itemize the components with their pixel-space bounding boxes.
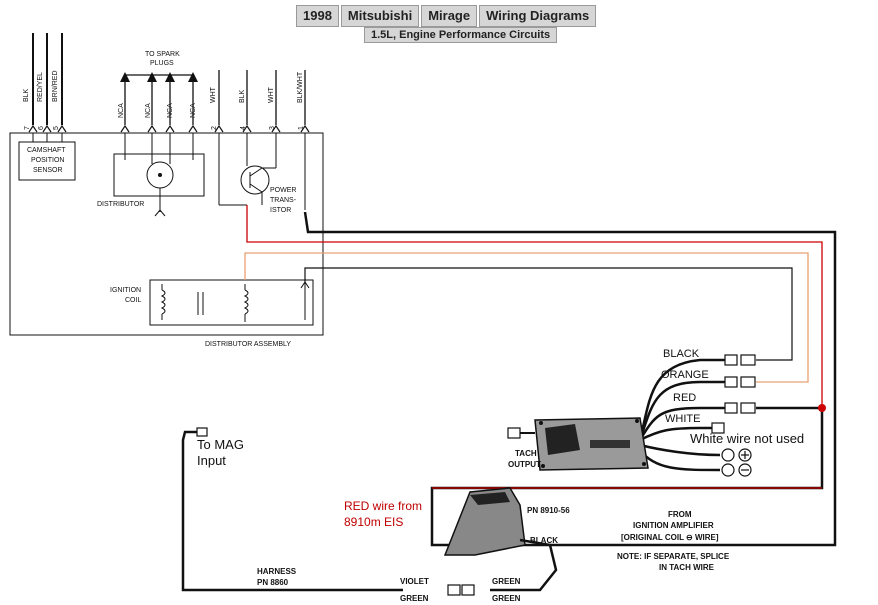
mag-connector bbox=[196, 427, 208, 437]
camshaft-label-2: POSITION bbox=[31, 157, 64, 164]
from-note-1: FROM bbox=[668, 510, 692, 519]
green-label-right-top: GREEN bbox=[492, 577, 521, 586]
camshaft-sensor-leads bbox=[32, 133, 63, 142]
wire-label-nca-1: NCA bbox=[118, 103, 125, 118]
to-mag-label-2: Input bbox=[197, 453, 226, 468]
label-black: BLACK bbox=[663, 348, 700, 360]
distributor-assembly-label: DISTRIBUTOR ASSEMBLY bbox=[205, 341, 291, 348]
pin-numbers: 7 6 5 2 4 3 1 bbox=[24, 126, 305, 130]
white-not-used-label: White wire not used bbox=[690, 431, 804, 446]
title-section: Wiring Diagrams bbox=[479, 5, 597, 27]
camshaft-sensor-box bbox=[18, 141, 76, 181]
sensor-lead bbox=[490, 538, 558, 592]
harness-label-1: HARNESS bbox=[257, 567, 297, 576]
pin-4: 4 bbox=[240, 126, 247, 130]
red-wire-note-1: RED wire from bbox=[344, 499, 422, 513]
tach-output-label-2: OUTPUT bbox=[508, 460, 541, 469]
red-wire bbox=[246, 205, 823, 408]
camshaft-label-3: SENSOR bbox=[33, 167, 63, 174]
to-spark-plugs-label-2: PLUGS bbox=[150, 60, 174, 67]
harness-connectors bbox=[711, 354, 756, 477]
to-spark-plugs-label-1: TO SPARK bbox=[145, 51, 180, 58]
red-wire-note-2: 8910m EIS bbox=[344, 515, 403, 529]
part-number-label: PN 8910-56 bbox=[527, 506, 570, 515]
spark-plug-wires bbox=[124, 70, 306, 125]
to-mag-label-1: To MAG bbox=[197, 437, 244, 452]
harness-label-2: PN 8860 bbox=[257, 578, 289, 587]
violet-label: VIOLET bbox=[400, 577, 429, 586]
top-wires bbox=[32, 33, 63, 125]
wire-label-blk: BLK bbox=[23, 88, 30, 102]
pin-3: 3 bbox=[269, 126, 276, 130]
label-red: RED bbox=[673, 392, 696, 404]
distributor-leads bbox=[124, 133, 194, 217]
ignition-coil-windings bbox=[160, 281, 310, 322]
wire-label-blk-wht: BLK/WHT bbox=[297, 71, 304, 103]
tach-connector bbox=[507, 427, 521, 439]
ignition-coil-label-1: IGNITION bbox=[110, 287, 141, 294]
harness-connector-b bbox=[461, 584, 475, 596]
sensor-black-label: BLACK bbox=[530, 536, 558, 545]
pin-1: 1 bbox=[298, 126, 305, 130]
harness-connector-a bbox=[447, 584, 461, 596]
top-wire-labels: BLK RED/YEL BRN/RED NCA NCA NCA NCA WHT … bbox=[23, 70, 304, 118]
pin-2: 2 bbox=[211, 126, 218, 130]
pin-5: 5 bbox=[53, 126, 60, 130]
title-model: Mirage bbox=[421, 5, 478, 27]
ground-symbols bbox=[738, 448, 752, 477]
pickup-sensor bbox=[443, 487, 526, 556]
camshaft-label-1: CAMSHAFT bbox=[27, 147, 66, 154]
splice-note-2: IN TACH WIRE bbox=[659, 563, 715, 572]
power-transistor-icon bbox=[240, 165, 270, 195]
distributor-label: DISTRIBUTOR bbox=[97, 201, 144, 208]
distributor-box bbox=[113, 153, 205, 197]
mag-harness-wire bbox=[181, 430, 403, 592]
wire-label-blk-2: BLK bbox=[239, 89, 246, 103]
wire-label-red-yel: RED/YEL bbox=[37, 72, 44, 102]
black-wire bbox=[303, 211, 837, 547]
power-transistor-label-2: TRANS- bbox=[270, 197, 297, 204]
wire-label-nca-2: NCA bbox=[145, 103, 152, 118]
orange-wire bbox=[244, 252, 809, 383]
title-bar: 1998 Mitsubishi Mirage Wiring Diagrams bbox=[296, 5, 597, 27]
power-transistor-label-3: ISTOR bbox=[270, 207, 291, 214]
wire-label-brn-red: BRN/RED bbox=[52, 70, 59, 102]
pin-6: 6 bbox=[38, 126, 45, 130]
wire-label-wht-2: WHT bbox=[268, 86, 275, 103]
green-label-left: GREEN bbox=[400, 594, 429, 603]
title-make: Mitsubishi bbox=[340, 5, 420, 27]
wire-label-wht-1: WHT bbox=[210, 86, 217, 103]
ignition-coil-label-2: COIL bbox=[125, 297, 141, 304]
subtitle: 1.5L, Engine Performance Circuits bbox=[364, 27, 558, 43]
distributor-assembly-box bbox=[9, 132, 324, 336]
splice-dot bbox=[818, 404, 826, 412]
power-transistor-label-1: POWER bbox=[270, 187, 296, 194]
tach-output-label-1: TACH bbox=[515, 449, 537, 458]
from-note-3: [ORIGINAL COIL ⊖ WIRE] bbox=[621, 533, 719, 542]
label-white: WHITE bbox=[665, 413, 700, 425]
from-note-2: IGNITION AMPLIFIER bbox=[633, 521, 714, 530]
green-label-right-bottom: GREEN bbox=[492, 594, 521, 603]
transistor-leads bbox=[218, 133, 306, 210]
black-thin-wire bbox=[304, 267, 793, 361]
spark-plug-arrows bbox=[120, 72, 198, 82]
label-orange: ORANGE bbox=[661, 369, 709, 381]
title-year: 1998 bbox=[296, 5, 339, 27]
splice-note-1: NOTE: IF SEPARATE, SPLICE bbox=[617, 552, 730, 561]
pin-7: 7 bbox=[24, 126, 31, 130]
ignition-coil-box bbox=[149, 279, 314, 326]
connector-chevrons bbox=[28, 124, 310, 133]
